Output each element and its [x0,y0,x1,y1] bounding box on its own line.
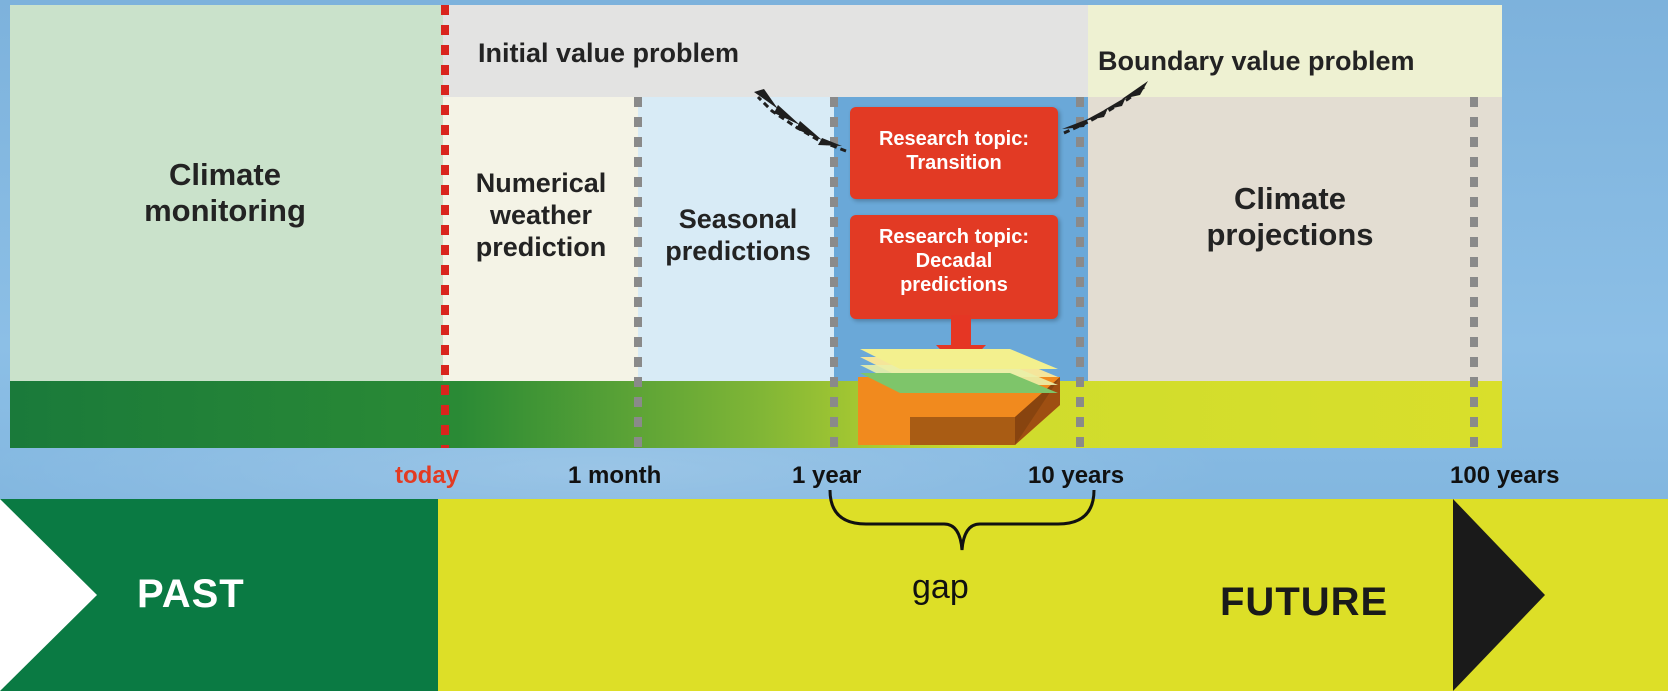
seasonal-line2: predictions [665,236,811,266]
boundary-value-problem-label: Boundary value problem [1098,46,1415,76]
decadal-line2: Decadal [915,250,993,272]
climate-monitoring-zone [10,5,443,381]
today-divider [441,5,449,448]
seasonal-predictions-zone [638,97,834,381]
nwp-line2: weather [489,200,593,230]
month-divider [634,97,642,448]
nwp-line3: prediction [475,232,607,262]
climate-projections-zone [1088,97,1502,381]
seasonal-line1: Seasonal [678,204,798,234]
arrows-illustration [754,81,1148,445]
past-label: PAST [137,572,245,616]
tick-today: today [395,462,460,489]
arrows-right-icon [1062,81,1148,135]
research-topic-decadal-box: Research topic: Decadal predictions [850,215,1058,319]
gap-brace-icon [828,489,1096,551]
future-label: FUTURE [1220,580,1389,624]
decadal-line3: predictions [900,274,1008,296]
boundary-value-problem-zone [1088,5,1502,97]
decadal-line1: Research topic: [878,226,1030,248]
projections-line1: Climate [1234,181,1346,216]
numerical-weather-prediction-label: Numerical weather prediction [451,167,631,263]
climate-monitoring-label: Climate monitoring [60,157,390,229]
ten-year-divider [1076,97,1084,448]
tick-1-year: 1 year [792,462,862,489]
transition-line2: Transition [906,152,1002,174]
seasonal-predictions-label: Seasonal predictions [643,203,833,267]
timeline-ground-band [10,381,1502,448]
hundred-year-divider [1470,97,1478,448]
diagram-panel: Initial value problem Boundary value pro… [10,5,1502,448]
layered-block-icon [858,349,1060,445]
numerical-weather-prediction-zone [443,97,638,381]
timeline-arrows [0,499,1545,691]
initial-value-problem-label: Initial value problem [478,38,740,68]
tick-10-years: 10 years [1028,462,1125,489]
climate-monitoring-line1: Climate [169,157,281,192]
projections-line2: projections [1206,217,1374,252]
transition-line1: Research topic: [878,128,1030,150]
tick-1-month: 1 month [568,462,662,489]
gap-label: gap [912,568,969,606]
arrows-left-icon [754,89,847,153]
climate-projections-label: Climate projections [1120,181,1460,253]
research-topic-transition-box: Research topic: Transition [850,107,1058,199]
climate-monitoring-line2: monitoring [144,193,306,228]
initial-value-problem-zone [443,5,1088,97]
tick-100-years: 100 years [1450,462,1560,489]
nwp-line1: Numerical [475,168,607,198]
future-arrow-icon [1453,499,1545,691]
year-divider [830,97,838,448]
past-arrow-icon [0,499,97,691]
